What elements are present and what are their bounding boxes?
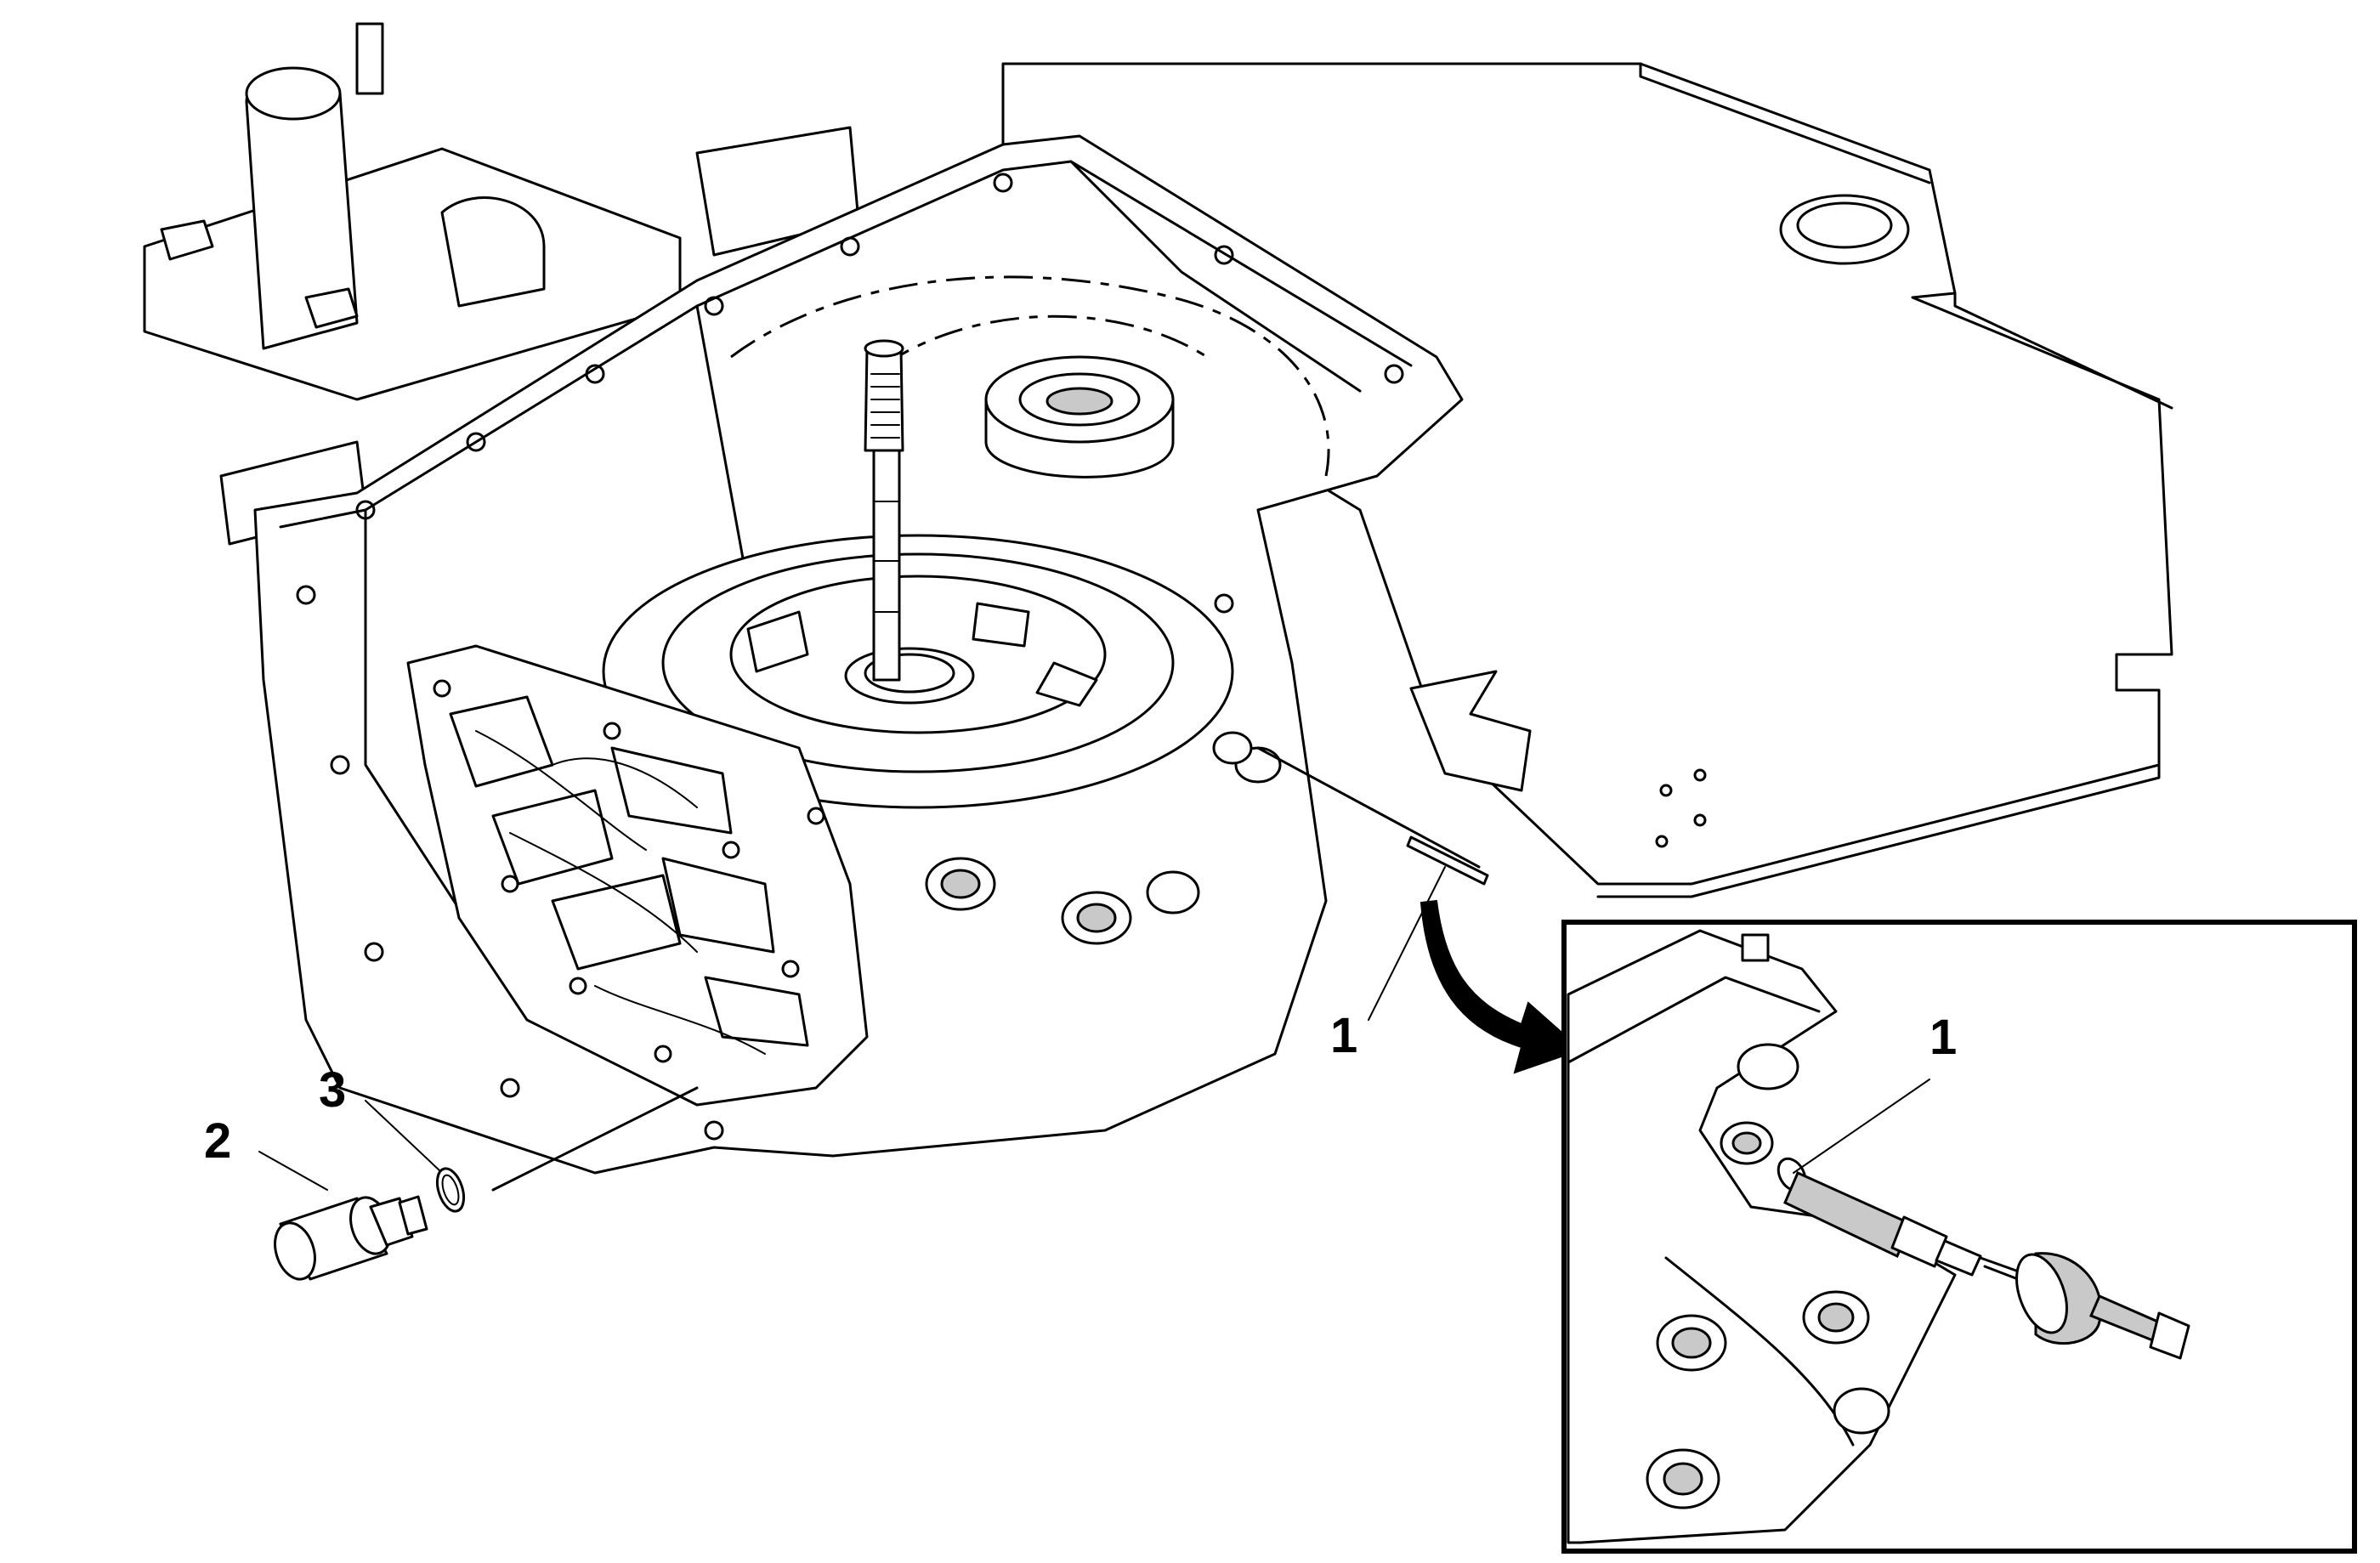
dowel-pin [1256, 746, 1489, 886]
valve-body [406, 644, 869, 1107]
callout-main-2: 2 [204, 1113, 231, 1169]
case-flange-bolts [296, 173, 1404, 1141]
bearing-assembly [984, 355, 1175, 479]
detail-inset [1561, 920, 2357, 1554]
valve-body-bolts [433, 679, 825, 1063]
solenoid-sensor [274, 1086, 699, 1281]
callout-main-3: 3 [319, 1062, 346, 1118]
slide-hammer-tool [1776, 1157, 2190, 1360]
inset-leader-line [1793, 1079, 1930, 1174]
plate-mount-holes [1655, 768, 1707, 848]
leader-lines [258, 866, 1446, 1191]
input-shaft [864, 339, 904, 682]
case-bosses [925, 731, 1282, 945]
curved-arrow-icon [1420, 899, 1583, 1074]
callout-main-1: 1 [1330, 1008, 1357, 1063]
o-ring [435, 1167, 466, 1213]
callout-detail-1: 1 [1930, 1010, 1957, 1065]
